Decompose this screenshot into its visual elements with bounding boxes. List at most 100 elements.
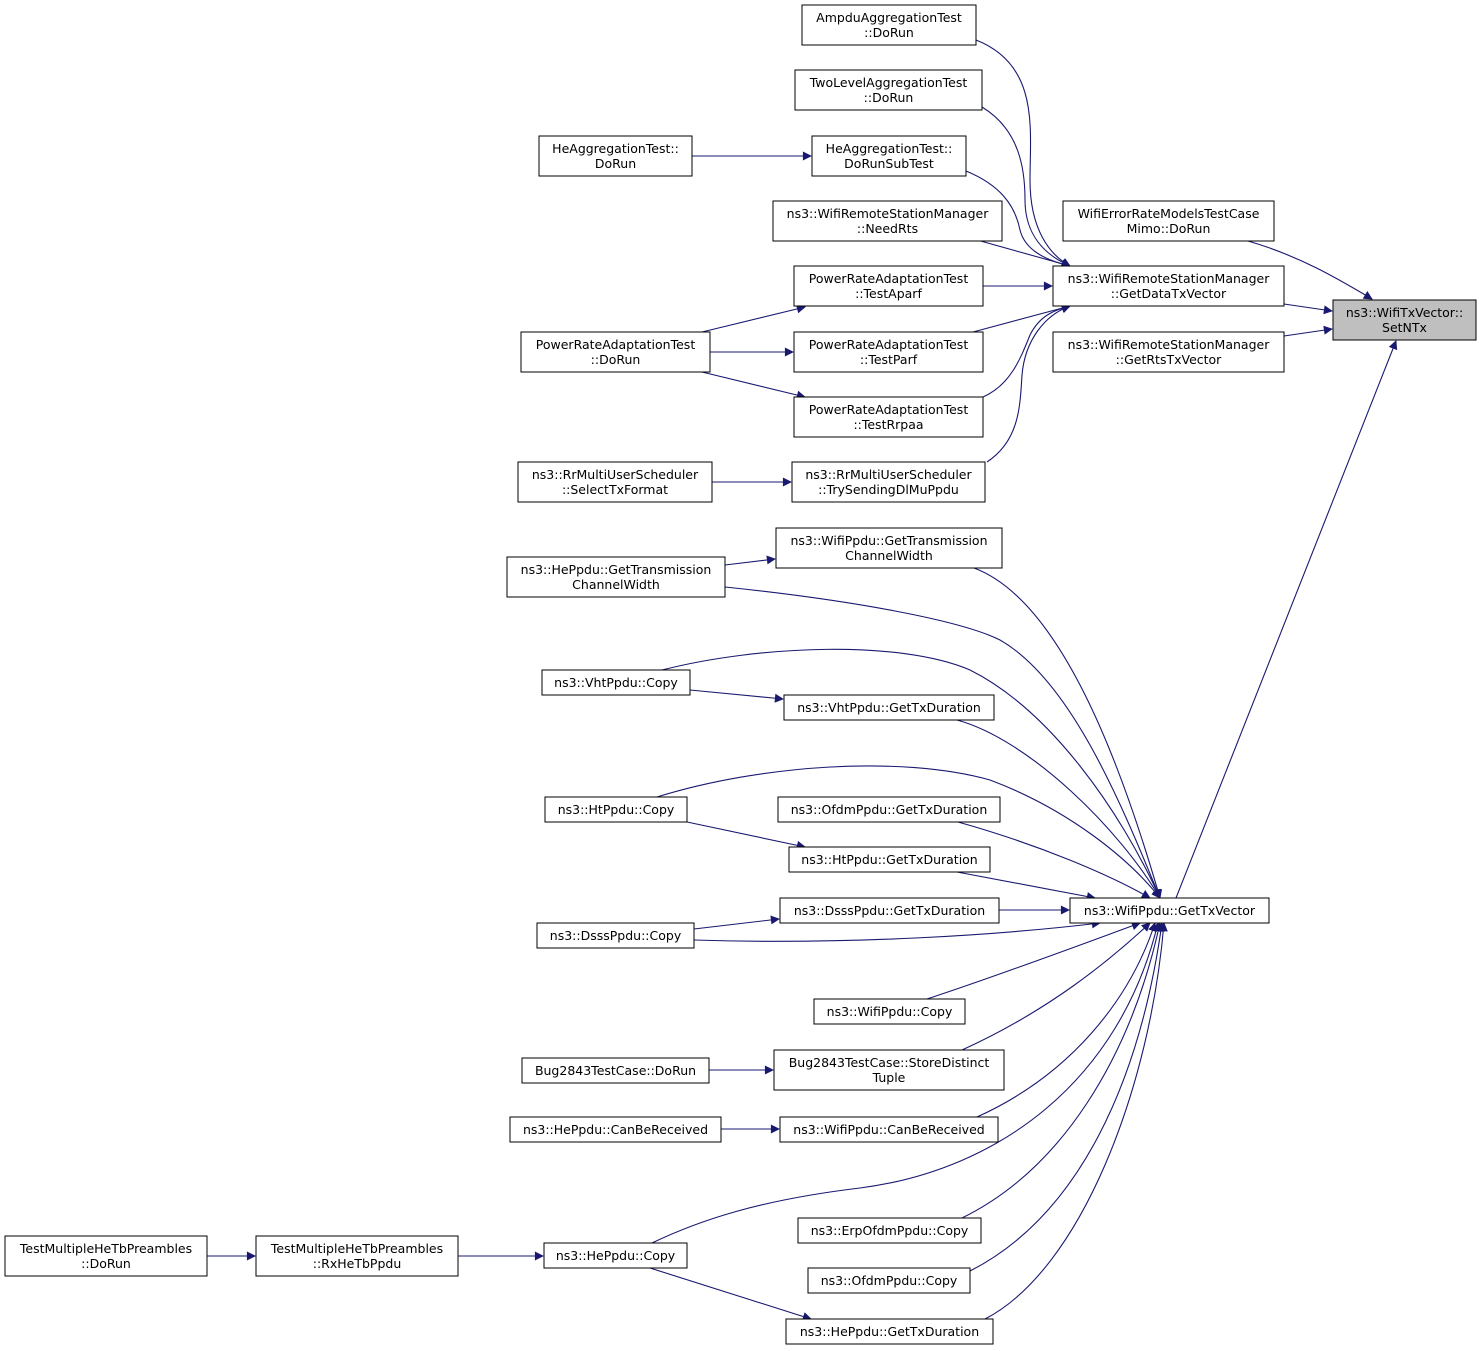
node-wificanrx[interactable]: ns3::WifiPpdu::CanBeReceived <box>779 1116 999 1143</box>
node-box <box>785 1318 994 1345</box>
node-selecttx[interactable]: ns3::RrMultiUserScheduler::SelectTxForma… <box>517 461 713 503</box>
node-testrrpaa[interactable]: PowerRateAdaptationTest::TestRrpaa <box>793 396 984 438</box>
node-trysending[interactable]: ns3::RrMultiUserScheduler::TrySendingDlM… <box>791 461 986 503</box>
edge-line <box>686 821 806 850</box>
node-box <box>793 396 984 438</box>
node-pradorun[interactable]: PowerRateAdaptationTest::DoRun <box>520 331 711 373</box>
edge-twolevel-to-getdatatx <box>981 106 1071 267</box>
node-hesubtest[interactable]: HeAggregationTest::DoRunSubTest <box>811 135 967 177</box>
edge-line <box>981 106 1071 267</box>
node-tmhdorun[interactable]: TestMultipleHeTbPreambles::DoRun <box>4 1235 208 1277</box>
edge-line <box>689 689 784 703</box>
edge-htcopy-to-htdur <box>686 821 806 850</box>
edge-getrtstx-to-setntx <box>1283 325 1333 337</box>
node-getdatatx[interactable]: ns3::WifiRemoteStationManager::GetDataTx… <box>1052 265 1285 307</box>
edge-pradorun-to-testaparf <box>701 304 806 333</box>
node-box <box>779 897 1000 924</box>
node-htdur[interactable]: ns3::HtPpdu::GetTxDuration <box>788 846 991 873</box>
node-dsssdur[interactable]: ns3::DsssPpdu::GetTxDuration <box>779 897 1000 924</box>
edge-line <box>982 303 1071 398</box>
node-label: ns3::WifiPpdu::CanBeReceived <box>793 1122 984 1137</box>
node-box <box>793 331 984 373</box>
node-label: ns3::WifiPpdu::GetTransmission <box>790 533 987 548</box>
node-hedur[interactable]: ns3::HePpdu::GetTxDuration <box>785 1318 994 1345</box>
node-box <box>793 265 984 307</box>
node-box <box>794 69 983 111</box>
node-testparf[interactable]: PowerRateAdaptationTest::TestParf <box>793 331 984 373</box>
node-ofdmdur[interactable]: ns3::OfdmPpdu::GetTxDuration <box>777 796 1001 823</box>
node-label: ns3::VhtPpdu::Copy <box>554 675 678 690</box>
node-label: ns3::RrMultiUserScheduler <box>805 467 972 482</box>
edge-bugstore-to-getvector <box>961 922 1151 1051</box>
edge-htdur-to-getvector <box>956 871 1096 901</box>
node-box <box>538 135 693 177</box>
node-erpcopy[interactable]: ns3::ErpOfdmPpdu::Copy <box>797 1217 982 1244</box>
node-vhtdur[interactable]: ns3::VhtPpdu::GetTxDuration <box>783 694 995 721</box>
node-bugdorun[interactable]: Bug2843TestCase::DoRun <box>521 1057 710 1084</box>
node-label: ns3::HePpdu::GetTxDuration <box>800 1324 979 1339</box>
node-wificopy[interactable]: ns3::WifiPpdu::Copy <box>813 998 966 1025</box>
node-getrtstx[interactable]: ns3::WifiRemoteStationManager::GetRtsTxV… <box>1052 331 1285 373</box>
edge-line <box>693 915 780 930</box>
node-twolevel[interactable]: TwoLevelAggregationTest::DoRun <box>794 69 983 111</box>
node-label: ::TestAparf <box>855 286 922 301</box>
node-vhtcopy[interactable]: ns3::VhtPpdu::Copy <box>541 669 691 696</box>
edge-line <box>1175 340 1398 899</box>
node-label: PowerRateAdaptationTest <box>809 271 969 286</box>
node-getvector[interactable]: ns3::WifiPpdu::GetTxVector <box>1069 897 1270 924</box>
edge-line <box>984 922 1168 1320</box>
node-box <box>543 1242 688 1269</box>
node-label: WifiErrorRateModelsTestCase <box>1078 206 1260 221</box>
node-box <box>1332 299 1477 341</box>
node-box <box>1062 200 1275 242</box>
node-box <box>536 922 695 949</box>
node-box <box>783 694 995 721</box>
node-hecopy[interactable]: ns3::HePpdu::Copy <box>543 1242 688 1269</box>
node-htcopy[interactable]: ns3::HtPpdu::Copy <box>544 796 688 823</box>
edge-errmimo-to-setntx <box>1247 240 1373 300</box>
node-box <box>521 1057 710 1084</box>
node-label: ::DoRun <box>864 90 914 105</box>
node-label: ::DoRun <box>591 352 641 367</box>
node-box <box>509 1116 722 1143</box>
node-label: ::GetRtsTxVector <box>1116 352 1223 367</box>
edge-dssscopy-to-dsssdur <box>693 915 780 930</box>
node-box <box>811 135 967 177</box>
edge-testrrpaa-to-getdatatx <box>982 303 1071 398</box>
edge-trysending-to-getdatatx <box>986 304 1071 463</box>
node-ofdmcopy[interactable]: ns3::OfdmPpdu::Copy <box>807 1267 971 1294</box>
node-label: ::TestRrpaa <box>853 417 923 432</box>
edge-line <box>956 871 1096 901</box>
node-label: ::TrySendingDlMuPpdu <box>818 482 959 497</box>
node-label: HeAggregationTest:: <box>826 141 953 156</box>
edge-wifichw-to-getvector <box>973 567 1163 899</box>
node-box <box>791 461 986 503</box>
node-setntx[interactable]: ns3::WifiTxVector::SetNTx <box>1332 299 1477 341</box>
edge-line <box>961 922 1163 1219</box>
node-label: ::DoRun <box>81 1256 131 1271</box>
node-box <box>772 200 1003 242</box>
node-testaparf[interactable]: PowerRateAdaptationTest::TestAparf <box>793 265 984 307</box>
edge-hechw-to-wifichw <box>724 555 776 566</box>
node-needrts[interactable]: ns3::WifiRemoteStationManager::NeedRts <box>772 200 1003 242</box>
node-hecanrx[interactable]: ns3::HePpdu::CanBeReceived <box>509 1116 722 1143</box>
edge-line <box>661 648 1161 899</box>
node-box <box>801 4 977 46</box>
node-box <box>1069 897 1270 924</box>
edge-ofdmdur-to-getvector <box>957 821 1151 899</box>
node-rxhetb[interactable]: TestMultipleHeTbPreambles::RxHeTbPpdu <box>255 1235 459 1277</box>
node-label: AmpduAggregationTest <box>816 10 962 25</box>
node-ampdu[interactable]: AmpduAggregationTest::DoRun <box>801 4 977 46</box>
node-box <box>544 796 688 823</box>
edge-layer <box>207 39 1398 1321</box>
edge-getvector-to-setntx <box>1175 340 1398 899</box>
node-wifichw[interactable]: ns3::WifiPpdu::GetTransmissionChannelWid… <box>775 527 1003 569</box>
node-label: ns3::HePpdu::GetTransmission <box>521 562 712 577</box>
node-dssscopy[interactable]: ns3::DsssPpdu::Copy <box>536 922 695 949</box>
node-hedorun[interactable]: HeAggregationTest::DoRun <box>538 135 693 177</box>
edge-line <box>1283 303 1333 315</box>
